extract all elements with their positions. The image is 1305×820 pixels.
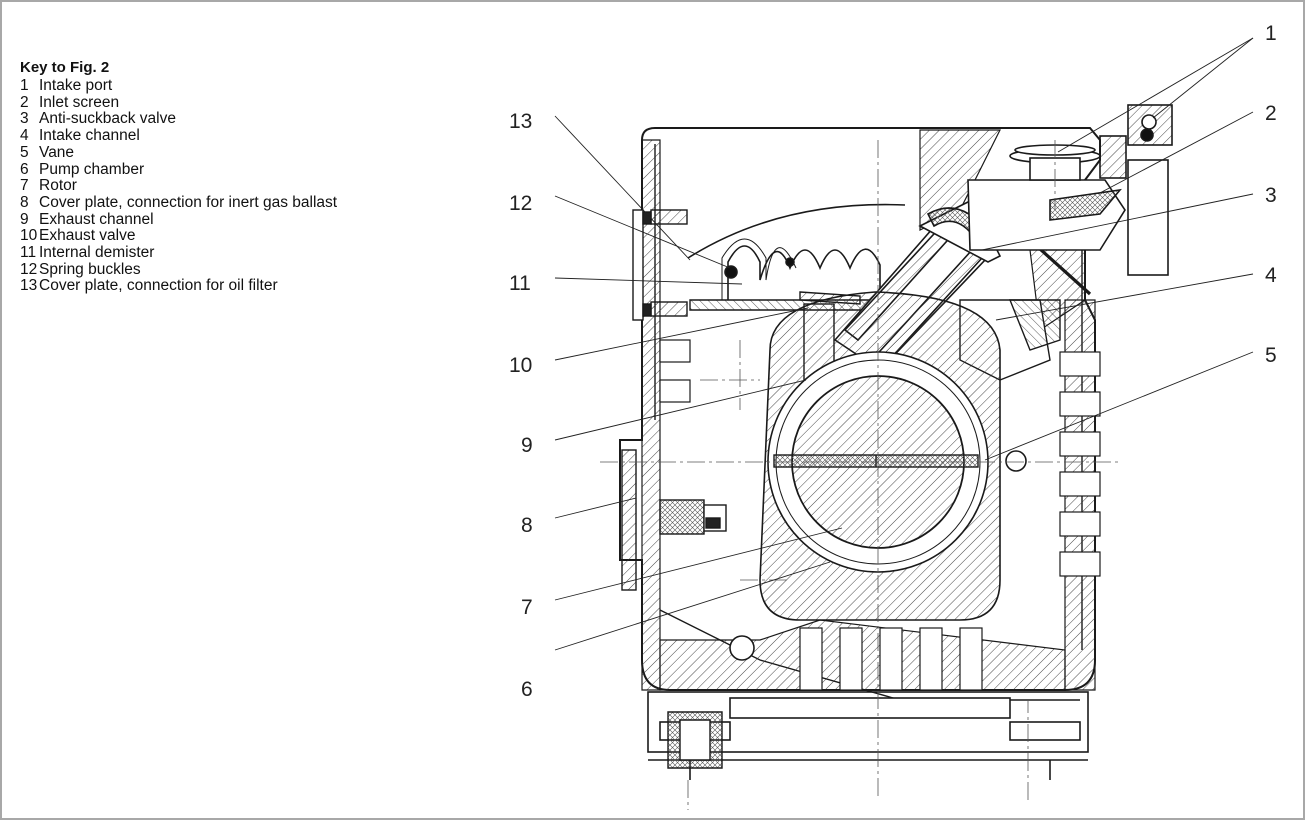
key-item: 7 Rotor	[20, 178, 337, 195]
callout-6: 6	[521, 678, 533, 701]
key-item-number: 11	[20, 244, 37, 262]
key-item-number: 9	[20, 210, 29, 228]
key-item-number: 1	[20, 77, 29, 94]
key-item-label: Spring buckles	[39, 260, 141, 278]
callout-11: 11	[509, 272, 531, 295]
key-item: 9 Exhaust channel	[20, 210, 337, 229]
leader-lines	[554, 37, 1254, 651]
internal-demister	[687, 203, 906, 300]
key-item-number: 8	[20, 193, 29, 211]
key-item: 8 Cover plate, connection for inert gas b…	[20, 193, 338, 212]
key-item-label: Exhaust valve	[39, 227, 136, 245]
callout-12: 12	[509, 192, 532, 215]
key-item-number: 3	[20, 110, 29, 128]
callout-1: 1	[1265, 22, 1277, 45]
key-item-label: Pump chamber	[39, 160, 145, 178]
callout-3: 3	[1265, 184, 1277, 207]
callout-5: 5	[1265, 344, 1277, 367]
key-item-label: Cover plate, connection for inert gas ba…	[39, 193, 338, 211]
key-item-number: 12	[20, 260, 38, 278]
key-title: Key to Fig. 2	[20, 59, 110, 76]
key-item-number: 10	[20, 227, 38, 245]
bolt-hole	[1005, 450, 1027, 472]
key-item-number: 13	[20, 277, 38, 295]
key-item-label: Exhaust channel	[39, 210, 154, 228]
key-item: 6 Pump chamber	[20, 160, 337, 179]
drain-bolt	[729, 635, 755, 661]
key-item-label: Intake channel	[39, 127, 140, 145]
base-plate	[647, 691, 1089, 780]
callout-10: 10	[509, 354, 532, 377]
cooling-ribs-right	[1059, 351, 1101, 577]
cover-plate-oil-filter	[632, 209, 688, 321]
callout-8: 8	[521, 514, 533, 537]
key-item-number: 2	[20, 93, 29, 111]
key-item-number: 6	[20, 160, 29, 178]
key-item: 4 Intake channel	[20, 127, 337, 145]
callout-13: 13	[509, 110, 532, 133]
callout-2: 2	[1265, 102, 1277, 125]
cooling-ribs-bottom	[799, 627, 983, 691]
callout-7: 7	[521, 596, 533, 619]
key-item-label: Vane	[39, 143, 75, 161]
key-item-label: Internal demister	[39, 244, 155, 262]
key-list: 1 Intake port 2 Inlet screen 3 Anti-suckback …	[20, 77, 338, 295]
intake-port	[967, 104, 1173, 276]
vane	[773, 454, 979, 468]
key-item-label: Rotor	[39, 177, 77, 195]
key-item-label: Intake port	[39, 77, 113, 94]
callout-4: 4	[1265, 264, 1277, 287]
key-item-label: Cover plate, connection for oil filter	[39, 277, 278, 295]
key-item-number: 5	[20, 143, 29, 161]
base-foot	[667, 711, 723, 769]
key-item-label: Anti-suckback valve	[39, 110, 176, 128]
centre-lines	[600, 140, 1120, 810]
cooling-ribs-left	[659, 339, 691, 403]
key-item: 5 Vane	[20, 143, 337, 162]
callout-9: 9	[521, 434, 533, 457]
key-item-number: 4	[20, 127, 29, 145]
cover-plate-gas-ballast	[621, 449, 727, 591]
key-item: 2 Inlet screen	[20, 93, 337, 112]
callout-numbers: 1 2 3 4 5 6 7 8 9 10 11 12 13	[509, 22, 1277, 701]
key-item: 3 Anti-suckback valve	[20, 111, 337, 128]
key-item: 1 Intake port	[20, 77, 337, 95]
key-item-number: 7	[20, 177, 29, 195]
key-item-label: Inlet screen	[39, 93, 120, 111]
